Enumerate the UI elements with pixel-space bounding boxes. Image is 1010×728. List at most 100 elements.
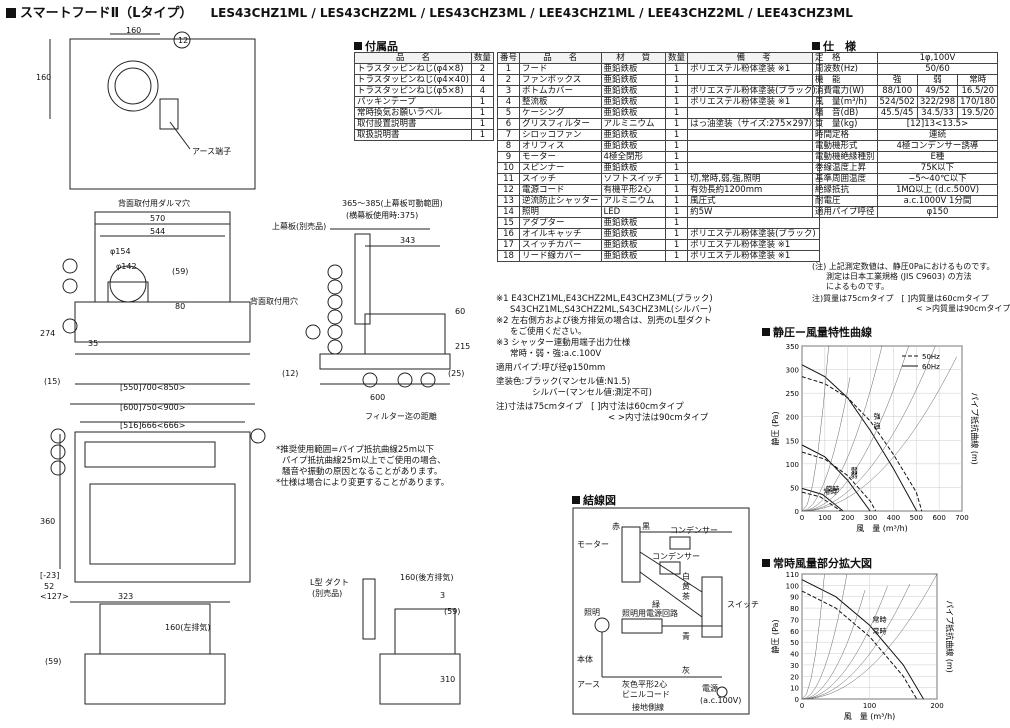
y-tick-label: 50 [790,484,799,492]
x-axis-label: 風 量 (m³/h) [844,712,896,721]
wire-color-blue: 青 [682,631,690,641]
body-label: 本体 [577,654,593,664]
x-axis-label: 風 量 (m³/h) [856,524,908,533]
motor-label: モーター [577,540,609,549]
cord-label: 灰色平形2心 [622,679,667,689]
pipe-resistance-curve [801,573,825,700]
dimension-drawings: 12 160 160 アース端子 背面取付用ダルマ穴 570 544 φ154 … [36,26,470,705]
dim-310-label: 310 [440,675,455,684]
top-view-outline [69,38,256,190]
top-view-drawing [49,33,256,190]
dim-60-label: 60 [455,307,465,316]
x-tick-label: 100 [818,514,831,522]
x-tick-label: 0 [800,702,804,710]
lduct-pipe [362,578,376,640]
callout-2 [327,324,343,340]
chart1-heading: 静圧ー風量特性曲線 [762,324,872,340]
dim-59-left-label: (59) [45,657,61,666]
callout-4 [250,428,266,444]
x-tick-label: 200 [930,702,943,710]
bottom-light [84,441,216,468]
pipe-resistance-curve [801,356,957,512]
callout-15 [62,278,78,294]
dim-600-label: 600 [370,393,385,402]
series-label: 常時 [873,627,887,636]
x-tick-label: 0 [800,514,804,522]
y-axis-label: 静圧 (Pa) [770,619,780,653]
dim-160: 160 [126,26,141,35]
bottom-view-drawing [59,431,251,583]
earth-label: アース [577,680,600,689]
front-fanbox [94,211,231,303]
left-exhaust-hood [84,653,226,705]
series-line [801,590,918,700]
dim-w1-label: [550]700<850> [120,383,185,392]
wire [639,551,703,593]
y-tick-label: 80 [790,605,799,613]
dim-w3-label: [516]666<666> [120,421,185,430]
dim-215-label: 215 [455,342,470,351]
dim-3-label: 3 [440,591,445,600]
dim-365-label: 365〜385(上幕板可動範囲) [342,198,443,208]
accessories-heading: 付属品 [354,38,398,54]
y-tick-label: 70 [790,616,799,624]
wiring-frame [572,507,750,715]
dim-w2-label: [600]750<900> [120,403,185,412]
lduct-sub-label: (別売品) [312,588,342,598]
callout-7 [327,279,343,295]
dim-35-label: 35 [88,339,98,348]
capacitor-label: コンデンサー [670,525,718,535]
lduct-hood [379,653,461,705]
x-tick-label: 700 [955,514,968,522]
y-tick-label: 250 [786,390,799,398]
dim-360-label: 360 [40,517,55,526]
dim-59-label: (59) [172,267,188,276]
power-voltage-label: (a.c.100V) [700,696,741,705]
y2-axis-label: パイプ抵抗曲線 (m) [970,392,980,465]
pipe-resistance-curve [801,377,851,512]
table-row: 質 量(kg)[12]13<13.5> [812,118,999,130]
pipe-resistance-curve [801,345,883,512]
front-hood [74,301,251,343]
x-tick-label: 300 [864,514,877,522]
callout-10 [327,294,343,310]
y-tick-label: 50 [790,639,799,647]
pipe-resistance-curve [801,590,866,700]
pipe-resistance-curve [801,583,911,700]
cord-label-2: ビニルコード [622,690,670,699]
wire-color-green: 緑 [652,599,660,609]
wiring-heading: 結線図 [572,492,616,508]
y-tick-label: 20 [790,673,799,681]
terminal-block [621,526,641,583]
light-circuit-label: 照明用電源回路 [622,608,678,618]
x-tick-label: 600 [932,514,945,522]
filter-distance-label: フィルター迄の距離 [365,411,437,421]
callout-5 [327,309,343,325]
back-hole-label: 背面取付用ダルマ穴 [118,198,190,208]
series-label: 強 [874,422,881,430]
wire-color-black: 黒 [642,522,650,531]
ground-wire-label: 接地側線 [632,702,664,712]
left-exhaust-drawing [70,601,230,705]
leader-line [169,121,191,150]
dim-343-label: 343 [400,236,415,245]
y-axis-label: 静圧 (Pa) [770,411,780,445]
wire-color-white: 白 [682,571,690,581]
x-tick-label: 400 [887,514,900,522]
y-tick-label: 60 [790,628,799,636]
side-hood [319,353,451,370]
